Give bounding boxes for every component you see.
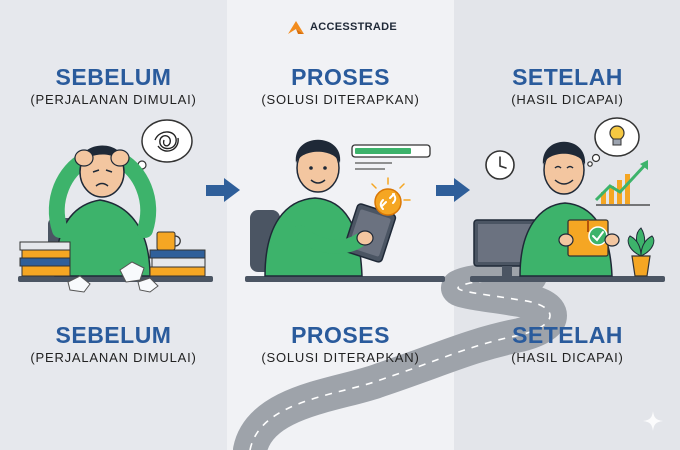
stage-subtitle-setelah: (HASIL DICAPAI) xyxy=(511,92,624,107)
sparkle-icon xyxy=(643,411,663,431)
accesstrade-logo-icon xyxy=(288,21,304,34)
progress-bar-icon xyxy=(351,144,431,170)
successful-man-illustration xyxy=(470,117,665,282)
thought-bubble-scribble-icon xyxy=(132,119,193,176)
man-with-tablet-illustration xyxy=(245,139,445,282)
desk-2 xyxy=(245,276,445,282)
stage-subtitle-sebelum: (PERJALANAN DIMULAI) xyxy=(30,92,197,107)
desk-3 xyxy=(470,276,665,282)
arrow-right-icon-2 xyxy=(436,178,470,202)
mug-icon xyxy=(156,231,181,251)
stage-title-sebelum: SEBELUM xyxy=(55,64,172,90)
package-check-icon xyxy=(567,219,609,257)
stage-title-setelah: SETELAH xyxy=(512,64,623,90)
brand-name: ACCESSTRADE xyxy=(310,21,398,33)
bottom-subtitle-proses: (SOLUSI DITERAPKAN) xyxy=(261,350,420,365)
growth-chart-icon xyxy=(594,160,650,206)
stressed-man-illustration xyxy=(18,119,213,293)
desk-1 xyxy=(18,276,213,282)
bottom-title-sebelum: SEBELUM xyxy=(55,322,172,348)
brand-logo: ACCESSTRADE xyxy=(286,19,397,35)
clock-icon xyxy=(485,150,515,180)
stage-subtitle-proses: (SOLUSI DITERAPKAN) xyxy=(261,92,420,107)
bottom-title-proses: PROSES xyxy=(291,322,390,348)
bottom-title-setelah: SETELAH xyxy=(512,322,623,348)
lightbulb-icon xyxy=(587,117,640,167)
bottom-subtitle-sebelum: (PERJALANAN DIMULAI) xyxy=(30,350,197,365)
arrow-right-icon-1 xyxy=(206,178,240,202)
bottom-subtitle-setelah: (HASIL DICAPAI) xyxy=(511,350,624,365)
stage-title-proses: PROSES xyxy=(291,64,390,90)
plant-icon xyxy=(627,227,655,277)
link-icon xyxy=(371,177,411,216)
